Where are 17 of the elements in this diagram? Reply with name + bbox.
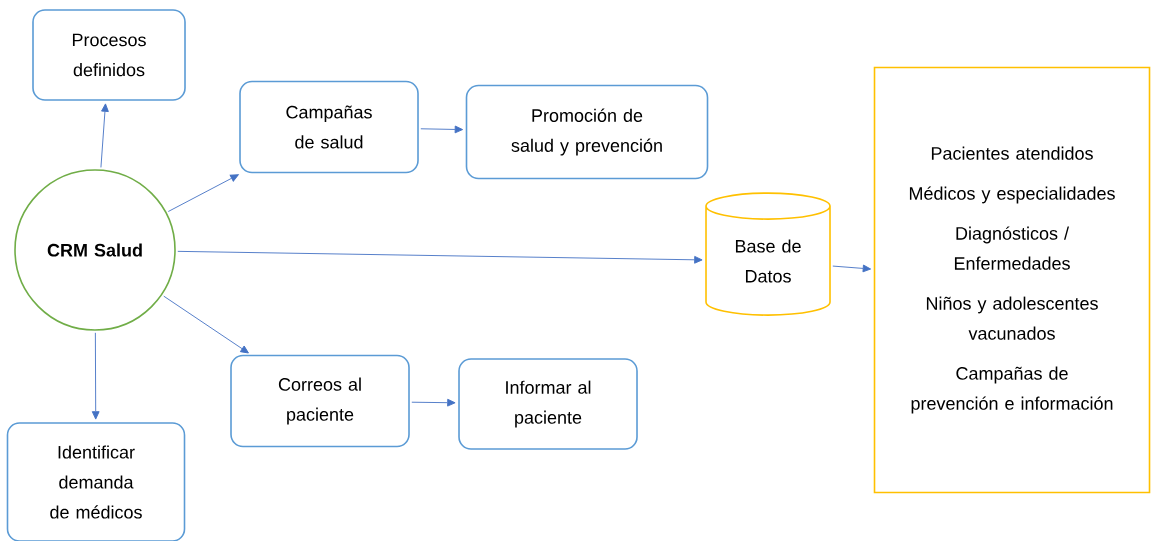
database-cylinder: Base de Datos <box>705 192 831 316</box>
process-box: Informar al paciente <box>458 358 638 450</box>
arrow <box>100 103 109 168</box>
data-list-box: Pacientes atendidos Médicos y especialidades Diagnósticos / Enfermedades Niños y adolescentes vacunados Campañas de prevención e información <box>873 66 1151 494</box>
arrow <box>167 174 239 212</box>
arrow <box>91 332 100 420</box>
arrow <box>832 264 872 273</box>
process-box: Procesos definidos <box>32 9 186 101</box>
process-box: Promoción de salud y prevención <box>465 84 709 180</box>
arrow <box>163 295 249 354</box>
circle-node: CRM Salud <box>14 169 176 331</box>
process-box: Campañas de salud <box>239 80 419 174</box>
arrow <box>420 125 464 134</box>
arrow <box>177 250 703 264</box>
arrow <box>411 398 456 407</box>
process-box: Identificar demanda de médicos <box>6 422 186 541</box>
process-box: Correos al paciente <box>230 354 410 448</box>
